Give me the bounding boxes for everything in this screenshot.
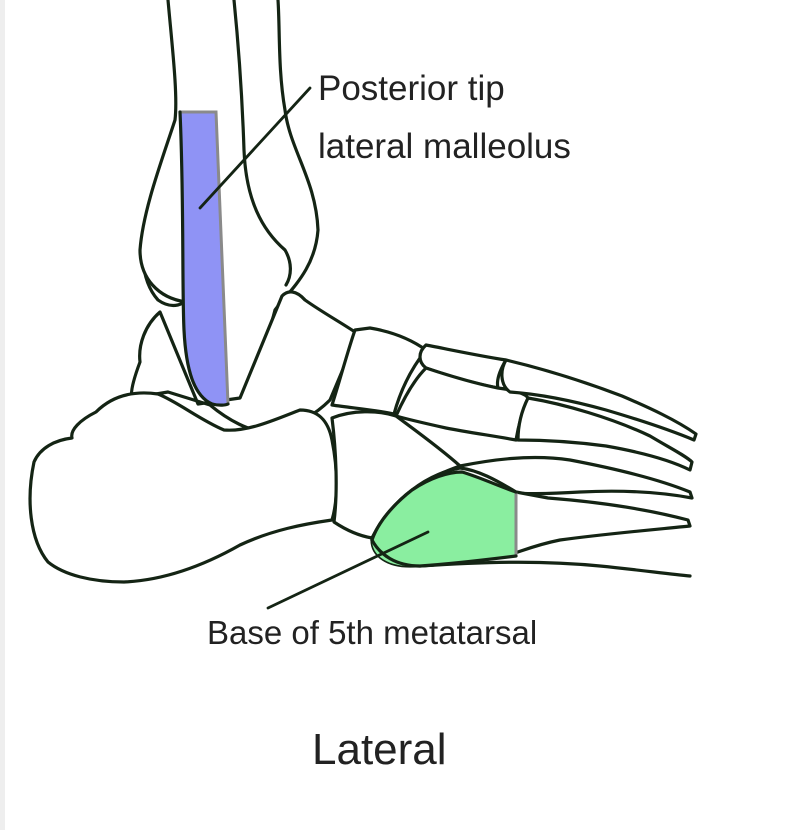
cuneiform-2-bone [394,366,530,442]
malleolus-zone-edge [180,110,230,405]
metatarsal-leader-line [266,530,430,610]
metatarsal-label: Base of 5th metatarsal [207,614,537,651]
metatarsal-zone-outline [370,470,518,542]
calcaneus-bone [28,391,339,584]
view-caption: Lateral [312,725,447,774]
malleolus-zone-outline [178,110,230,407]
malleolus-leader-line [198,86,312,210]
metatarsal-2-bone [516,396,694,472]
navicular-bone [330,326,428,416]
malleolus-highlight-zone [180,112,228,405]
tibia-inner-line [232,0,292,287]
left-edge-strip [0,0,5,830]
malleolus-label-line2: lateral malleolus [318,127,571,166]
malleolus-label-line1: Posterior tip [318,69,505,108]
metatarsal-1-bone [500,358,698,442]
